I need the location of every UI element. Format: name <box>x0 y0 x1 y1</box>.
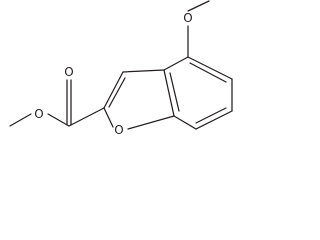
bond-methoxy-oxygen-methyl <box>187 0 210 12</box>
bond-c6-c7 <box>195 110 233 130</box>
bond-c2-ring-oxygen <box>103 107 114 128</box>
bond-ester-oxygen-carbonyl <box>47 113 70 127</box>
bond-c7a-c3a <box>163 69 175 117</box>
bond-c3a-c4 <box>163 56 189 71</box>
bond-ring-oxygen-c7a <box>127 115 175 130</box>
bond-carbonyl-c2 <box>68 107 105 127</box>
bond-c4-c5-inner <box>189 62 227 83</box>
carbonyl-oxygen-label: O <box>64 65 73 79</box>
bond-c7a-c3a-inner <box>169 72 180 112</box>
bond-c2-c3 <box>103 71 124 109</box>
structure-canvas: O O O O <box>0 0 238 148</box>
molecule-structure-drawing: O O O O <box>9 0 233 137</box>
ester-oxygen-label: O <box>34 107 43 121</box>
bond-c7-c7a <box>173 115 197 130</box>
bond-c4-c5 <box>187 56 233 80</box>
ring-oxygen-label: O <box>114 123 123 137</box>
bond-methyl-ester-oxygen <box>9 113 32 127</box>
bond-c3-c3a <box>122 69 165 73</box>
bond-c6-c7-inner <box>195 107 227 124</box>
bond-c2-c3-inner <box>108 77 126 108</box>
methoxy-oxygen-label: O <box>183 11 192 25</box>
